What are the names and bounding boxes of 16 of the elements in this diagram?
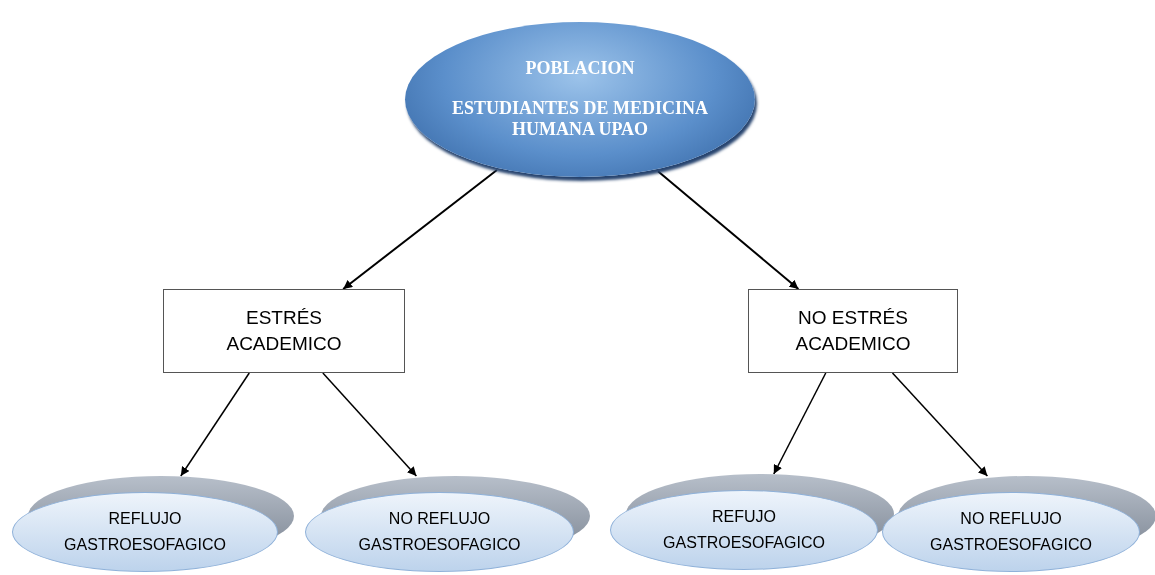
arrow (342, 168, 498, 290)
arrow (773, 372, 827, 475)
arrow (656, 170, 800, 290)
ellipse-label: POBLACION (525, 58, 635, 80)
arrow (891, 372, 989, 477)
category-box (748, 289, 958, 373)
ellipse-label: REFLUJO GASTROESOFAGICO (63, 509, 227, 555)
box-label: NO ESTRÉS ACADEMICO (794, 306, 912, 356)
arrow (180, 372, 250, 477)
ellipse-label: ESTUDIANTES DE MEDICINA HUMANA UPAO (450, 97, 710, 141)
ellipse-label: NO REFLUJO GASTROESOFAGICO (357, 509, 522, 555)
ellipse-label: REFUJO GASTROESOFAGICO (662, 507, 826, 553)
arrow (322, 372, 418, 477)
ellipse-label: NO REFLUJO GASTROESOFAGICO (929, 509, 1093, 555)
category-box (163, 289, 405, 373)
box-label: ESTRÉS ACADEMICO (225, 306, 343, 356)
